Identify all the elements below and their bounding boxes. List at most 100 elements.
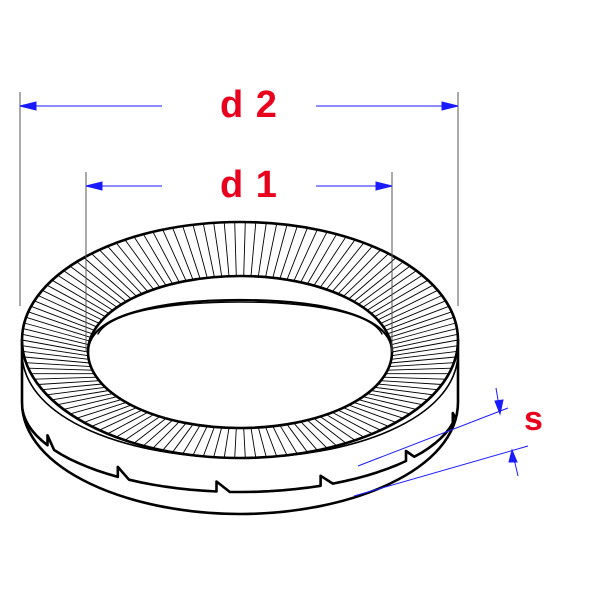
serration-line bbox=[286, 423, 308, 453]
serration-line bbox=[391, 333, 459, 349]
lock-washer bbox=[20, 220, 460, 516]
serration-line bbox=[370, 279, 429, 314]
serration-line bbox=[265, 426, 278, 457]
serration-line bbox=[337, 249, 382, 295]
serration-line bbox=[202, 223, 215, 278]
washer-step-seam bbox=[21, 408, 457, 494]
serration-line bbox=[223, 221, 230, 277]
serration-line bbox=[33, 376, 98, 380]
serration-line bbox=[41, 383, 103, 391]
serration-line bbox=[172, 227, 194, 281]
serration-line bbox=[366, 274, 423, 311]
serration-line bbox=[23, 322, 91, 342]
outer-diameter-label: d 2 bbox=[220, 84, 278, 126]
serration-line bbox=[257, 426, 267, 458]
serration-line bbox=[162, 229, 187, 282]
serration-line bbox=[76, 401, 127, 419]
serration-line bbox=[331, 411, 373, 435]
serration-line bbox=[22, 328, 90, 346]
serration-line bbox=[243, 427, 246, 459]
serration-line bbox=[25, 316, 92, 338]
serration-line bbox=[391, 345, 459, 357]
serration-line bbox=[25, 362, 92, 368]
serration-line bbox=[250, 221, 257, 277]
serration-line bbox=[358, 399, 411, 415]
serration-line bbox=[37, 295, 100, 324]
dimension-lines bbox=[19, 92, 529, 497]
serration-line bbox=[362, 270, 417, 308]
serration-line bbox=[63, 396, 118, 410]
serration-line bbox=[389, 322, 457, 342]
serration-line bbox=[98, 249, 143, 295]
serrations bbox=[21, 221, 459, 459]
serration-line bbox=[286, 227, 308, 281]
serration-line bbox=[83, 404, 132, 423]
serration-line bbox=[69, 399, 122, 415]
serration-line bbox=[380, 295, 443, 324]
serration-line bbox=[300, 231, 328, 283]
inner-diameter-label: d 1 bbox=[220, 164, 278, 206]
serration-line bbox=[21, 345, 89, 357]
serration-line bbox=[162, 422, 187, 451]
serration-line bbox=[343, 407, 389, 427]
serration-line bbox=[23, 356, 91, 364]
serration-line bbox=[27, 367, 93, 371]
s-extension-bottom bbox=[353, 445, 529, 497]
serration-line bbox=[124, 239, 161, 288]
serration-line bbox=[331, 245, 373, 293]
serration-line bbox=[388, 362, 455, 368]
serration-line bbox=[353, 401, 404, 419]
serration-line bbox=[325, 242, 365, 290]
serration-line bbox=[353, 261, 404, 303]
d1-arrow-left bbox=[85, 181, 103, 191]
serration-line bbox=[382, 300, 447, 328]
serration-line bbox=[83, 257, 132, 300]
serration-line bbox=[37, 380, 100, 385]
serration-line bbox=[272, 224, 288, 279]
serration-line bbox=[387, 311, 453, 335]
serration-line bbox=[390, 328, 458, 346]
serration-line bbox=[306, 419, 338, 447]
serration-line bbox=[41, 289, 103, 321]
serration-line bbox=[107, 411, 149, 435]
s-arrow-bottom bbox=[508, 448, 518, 463]
d2-arrow-left bbox=[19, 101, 37, 111]
serration-line bbox=[370, 390, 429, 401]
serration-line bbox=[57, 274, 114, 311]
serration-line bbox=[234, 221, 237, 277]
washer-hole-inner-edge bbox=[97, 301, 383, 335]
serration-line bbox=[387, 367, 453, 371]
serration-line bbox=[362, 396, 417, 410]
serration-line bbox=[152, 421, 180, 449]
serration-line bbox=[293, 422, 318, 451]
serration-line bbox=[385, 305, 450, 331]
serration-line bbox=[243, 221, 246, 277]
serration-line bbox=[51, 279, 110, 314]
serration-line bbox=[182, 225, 201, 280]
serration-line bbox=[142, 419, 174, 447]
thickness-label: s bbox=[524, 400, 544, 438]
serration-line bbox=[348, 257, 397, 300]
serration-line bbox=[46, 284, 106, 318]
serration-line bbox=[21, 339, 89, 353]
serration-line bbox=[152, 231, 180, 283]
washer-top-disc-edge bbox=[21, 351, 459, 459]
serration-line bbox=[115, 414, 155, 438]
serration-line bbox=[91, 253, 137, 297]
serration-line bbox=[22, 350, 90, 360]
serration-line bbox=[257, 222, 267, 278]
serration-line bbox=[124, 416, 161, 441]
serration-line bbox=[391, 339, 459, 353]
serration-line bbox=[223, 427, 230, 459]
serration-line bbox=[389, 356, 457, 364]
serration-line bbox=[306, 233, 338, 285]
serration-line bbox=[46, 386, 106, 396]
serration-line bbox=[279, 424, 298, 455]
serration-line bbox=[358, 265, 411, 305]
d2-arrow-right bbox=[441, 101, 459, 111]
serration-line bbox=[250, 427, 257, 459]
serration-line bbox=[51, 390, 110, 401]
serration-line bbox=[272, 425, 288, 456]
